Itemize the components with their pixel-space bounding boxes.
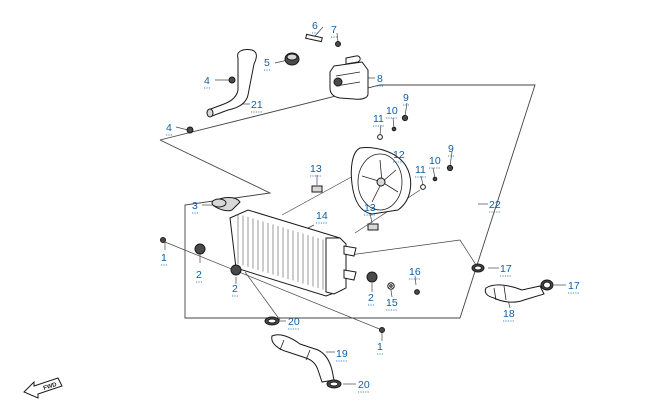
- callout-1b: 1: [377, 341, 383, 353]
- callout-22: 22: [489, 199, 501, 211]
- callout-7: 7: [331, 24, 337, 36]
- overflow-hose: [206, 49, 257, 118]
- callout-9b: 9: [448, 143, 454, 155]
- reservoir-cap: [284, 52, 300, 66]
- callout-10a: 10: [386, 105, 398, 117]
- callout-6: 6: [312, 20, 318, 32]
- fan-bracket-13b: [367, 223, 379, 231]
- callout-15: 15: [386, 297, 398, 309]
- callout-2b: 2: [232, 283, 238, 295]
- callout-9a: 9: [403, 92, 409, 104]
- callout-19: 19: [336, 348, 348, 360]
- callout-13a: 13: [310, 163, 322, 175]
- cooling-fan: [350, 147, 412, 215]
- callout-3: 3: [192, 200, 198, 212]
- assembly-frame: [159, 84, 536, 319]
- rubber-damper-a: [194, 243, 206, 255]
- callout-10b: 10: [429, 155, 441, 167]
- fwd-label: FWD: [43, 382, 58, 392]
- callout-11a: 11: [373, 113, 384, 125]
- fan-bolt-set-lower: [420, 164, 454, 190]
- grommet: [335, 41, 341, 47]
- callout-21: 21: [251, 99, 263, 111]
- fan-bolt-set-upper: [377, 114, 409, 140]
- mount-bolt-a: [160, 237, 166, 243]
- callout-18: 18: [503, 308, 515, 320]
- callout-14: 14: [316, 210, 328, 222]
- small-bolt-16: [414, 289, 420, 295]
- rubber-damper-c: [366, 271, 378, 283]
- callout-11b: 11: [415, 164, 426, 176]
- washer: [387, 282, 395, 290]
- callout-2c: 2: [368, 292, 374, 304]
- hose-clamp-20b: [326, 379, 342, 389]
- callout-17a: 17: [500, 263, 512, 275]
- hose-clamp-17b: [540, 279, 554, 291]
- callout-4a: 4: [204, 75, 210, 87]
- pin-rod: [305, 33, 323, 43]
- hose-clamp-4b: [186, 126, 194, 134]
- callout-16: 16: [409, 266, 421, 278]
- callout-1a: 1: [161, 252, 167, 264]
- callout-12: 12: [393, 149, 405, 161]
- mount-bolt-b: [379, 327, 385, 333]
- callout-labels: 6 7 5 8 4 4 21 9 10 11 12 9 10 11 13 13 …: [161, 20, 580, 393]
- callout-20a: 20: [288, 316, 300, 328]
- callout-5: 5: [264, 57, 270, 69]
- radiator-outlet-hose: [484, 284, 545, 303]
- rubber-damper-b: [230, 264, 242, 276]
- radiator-inlet-hose: [271, 334, 335, 383]
- callout-2a: 2: [196, 269, 202, 281]
- forward-direction-arrow: FWD: [23, 377, 63, 399]
- callout-8: 8: [377, 73, 383, 85]
- callout-4b: 4: [166, 122, 172, 134]
- radiator-cap: [211, 198, 227, 208]
- callout-13b: 13: [364, 202, 376, 214]
- hose-clamp-20a: [264, 316, 280, 326]
- radiator-core: [213, 197, 357, 297]
- hose-clamp-4a: [228, 76, 236, 84]
- callout-20b: 20: [358, 379, 370, 391]
- fan-bracket-13a: [311, 185, 323, 193]
- reservoir-tank: [329, 55, 369, 100]
- callout-17b: 17: [568, 280, 580, 292]
- hose-clamp-17a: [471, 263, 485, 273]
